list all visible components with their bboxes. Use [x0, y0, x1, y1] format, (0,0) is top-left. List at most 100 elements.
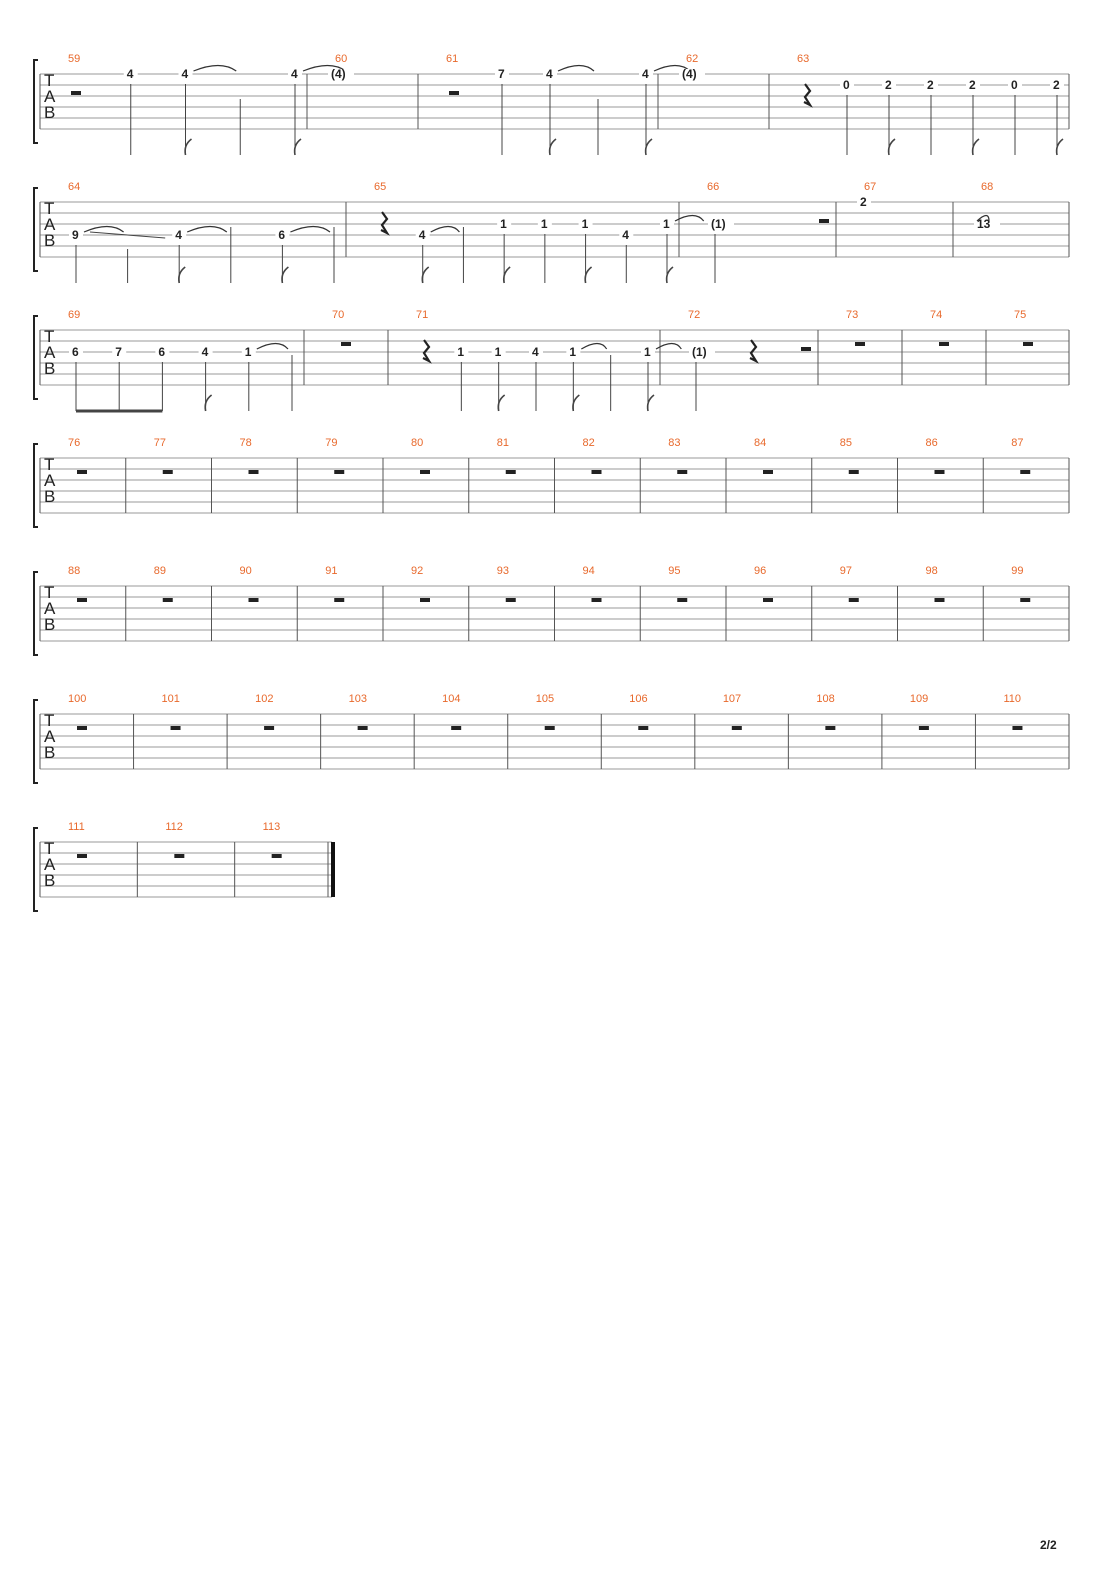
tie-arc	[655, 342, 682, 350]
measure-number: 75	[1014, 309, 1026, 321]
fret-backdrop	[639, 69, 653, 81]
measure-number: 72	[688, 309, 700, 321]
quarter-rest	[422, 339, 433, 364]
measure-number: 66	[707, 181, 719, 193]
fret-backdrop	[578, 219, 593, 231]
whole-rest	[934, 598, 945, 602]
whole-rest	[264, 726, 275, 730]
eighth-flag	[421, 266, 430, 284]
whole-rest	[763, 598, 773, 602]
fret-number: 9	[72, 228, 79, 242]
system-bracket	[33, 571, 38, 656]
fret-backdrop	[415, 230, 430, 242]
fret-backdrop	[641, 347, 655, 359]
fret-backdrop	[241, 347, 256, 359]
whole-rest	[248, 598, 259, 602]
whole-rest	[763, 470, 773, 474]
tab-clef-letter: A	[44, 471, 56, 490]
half-rest	[449, 91, 459, 95]
system-bracket	[33, 443, 38, 528]
whole-rest	[677, 598, 688, 602]
measure-number: 73	[846, 309, 858, 321]
fret-number: 0	[843, 78, 850, 92]
fret-backdrop	[69, 230, 83, 242]
fret-backdrop	[543, 69, 557, 81]
measure-number: 60	[335, 53, 347, 65]
measure-number: 106	[629, 693, 647, 705]
fret-number: 4	[546, 67, 553, 81]
measure-number: 86	[926, 437, 938, 449]
fret-backdrop	[924, 80, 938, 92]
fret-number: 7	[498, 67, 505, 81]
whole-rest	[248, 470, 259, 474]
fret-number: 4	[291, 67, 298, 81]
fret-backdrop	[497, 219, 512, 231]
fret-number: 4	[182, 67, 189, 81]
whole-rest	[420, 598, 430, 602]
tab-clef-letter: B	[44, 231, 55, 250]
eighth-flag	[548, 138, 557, 156]
eighth-flag	[204, 394, 213, 412]
fret-number: (4)	[682, 67, 697, 81]
fret-backdrop	[529, 347, 543, 359]
fret-number: 4	[419, 228, 426, 242]
whole-rest	[77, 598, 87, 602]
fret-number: 2	[927, 78, 934, 92]
fret-number: 2	[885, 78, 892, 92]
system-bracket	[33, 827, 38, 912]
fret-backdrop	[660, 219, 674, 231]
measure-number: 104	[442, 693, 460, 705]
measure-number: 80	[411, 437, 423, 449]
measure-number: 69	[68, 309, 80, 321]
measure-number: 88	[68, 565, 80, 577]
tab-clef-letter: T	[44, 455, 54, 474]
whole-rest	[420, 470, 430, 474]
measure-number: 82	[583, 437, 595, 449]
measure-number: 111	[68, 821, 85, 833]
page-number: 2/2	[1040, 1538, 1057, 1552]
whole-rest	[591, 470, 602, 474]
measure-number: 67	[864, 181, 876, 193]
fret-backdrop	[198, 347, 213, 359]
whole-rest	[848, 470, 859, 474]
measure-number: 103	[349, 693, 367, 705]
fret-number: 4	[622, 228, 629, 242]
fret-number: (1)	[692, 345, 707, 359]
whole-rest	[341, 342, 351, 346]
measure-number: 65	[374, 181, 386, 193]
eighth-flag	[971, 138, 980, 156]
quarter-rest	[380, 211, 391, 236]
measure-number: 98	[926, 565, 938, 577]
tab-clef-letter: B	[44, 103, 55, 122]
fret-number: 13	[977, 217, 991, 231]
whole-rest	[77, 470, 87, 474]
fret-number: 4	[642, 67, 649, 81]
whole-rest	[825, 726, 836, 730]
tie-arc	[976, 214, 990, 222]
tie-arc	[186, 225, 228, 233]
tab-clef-letter: B	[44, 359, 55, 378]
eighth-flag	[646, 394, 655, 412]
tie-arc	[193, 64, 237, 72]
fret-number: 1	[541, 217, 548, 231]
fret-backdrop	[966, 80, 980, 92]
whole-rest	[918, 726, 929, 730]
fret-backdrop	[172, 230, 187, 242]
whole-rest	[939, 342, 949, 346]
fret-number: 1	[245, 345, 252, 359]
whole-rest	[334, 470, 345, 474]
slide-line	[89, 231, 166, 239]
measure-number: 74	[930, 309, 942, 321]
fret-backdrop	[112, 347, 127, 359]
tab-clef-letter: A	[44, 855, 56, 874]
tie-arc	[256, 342, 289, 350]
fret-number: 4	[175, 228, 182, 242]
eighth-flag	[1055, 138, 1064, 156]
whole-rest	[451, 726, 462, 730]
half-rest	[801, 347, 811, 351]
half-rest	[71, 91, 81, 95]
measure-number: 99	[1011, 565, 1023, 577]
fret-number: 2	[860, 195, 867, 209]
